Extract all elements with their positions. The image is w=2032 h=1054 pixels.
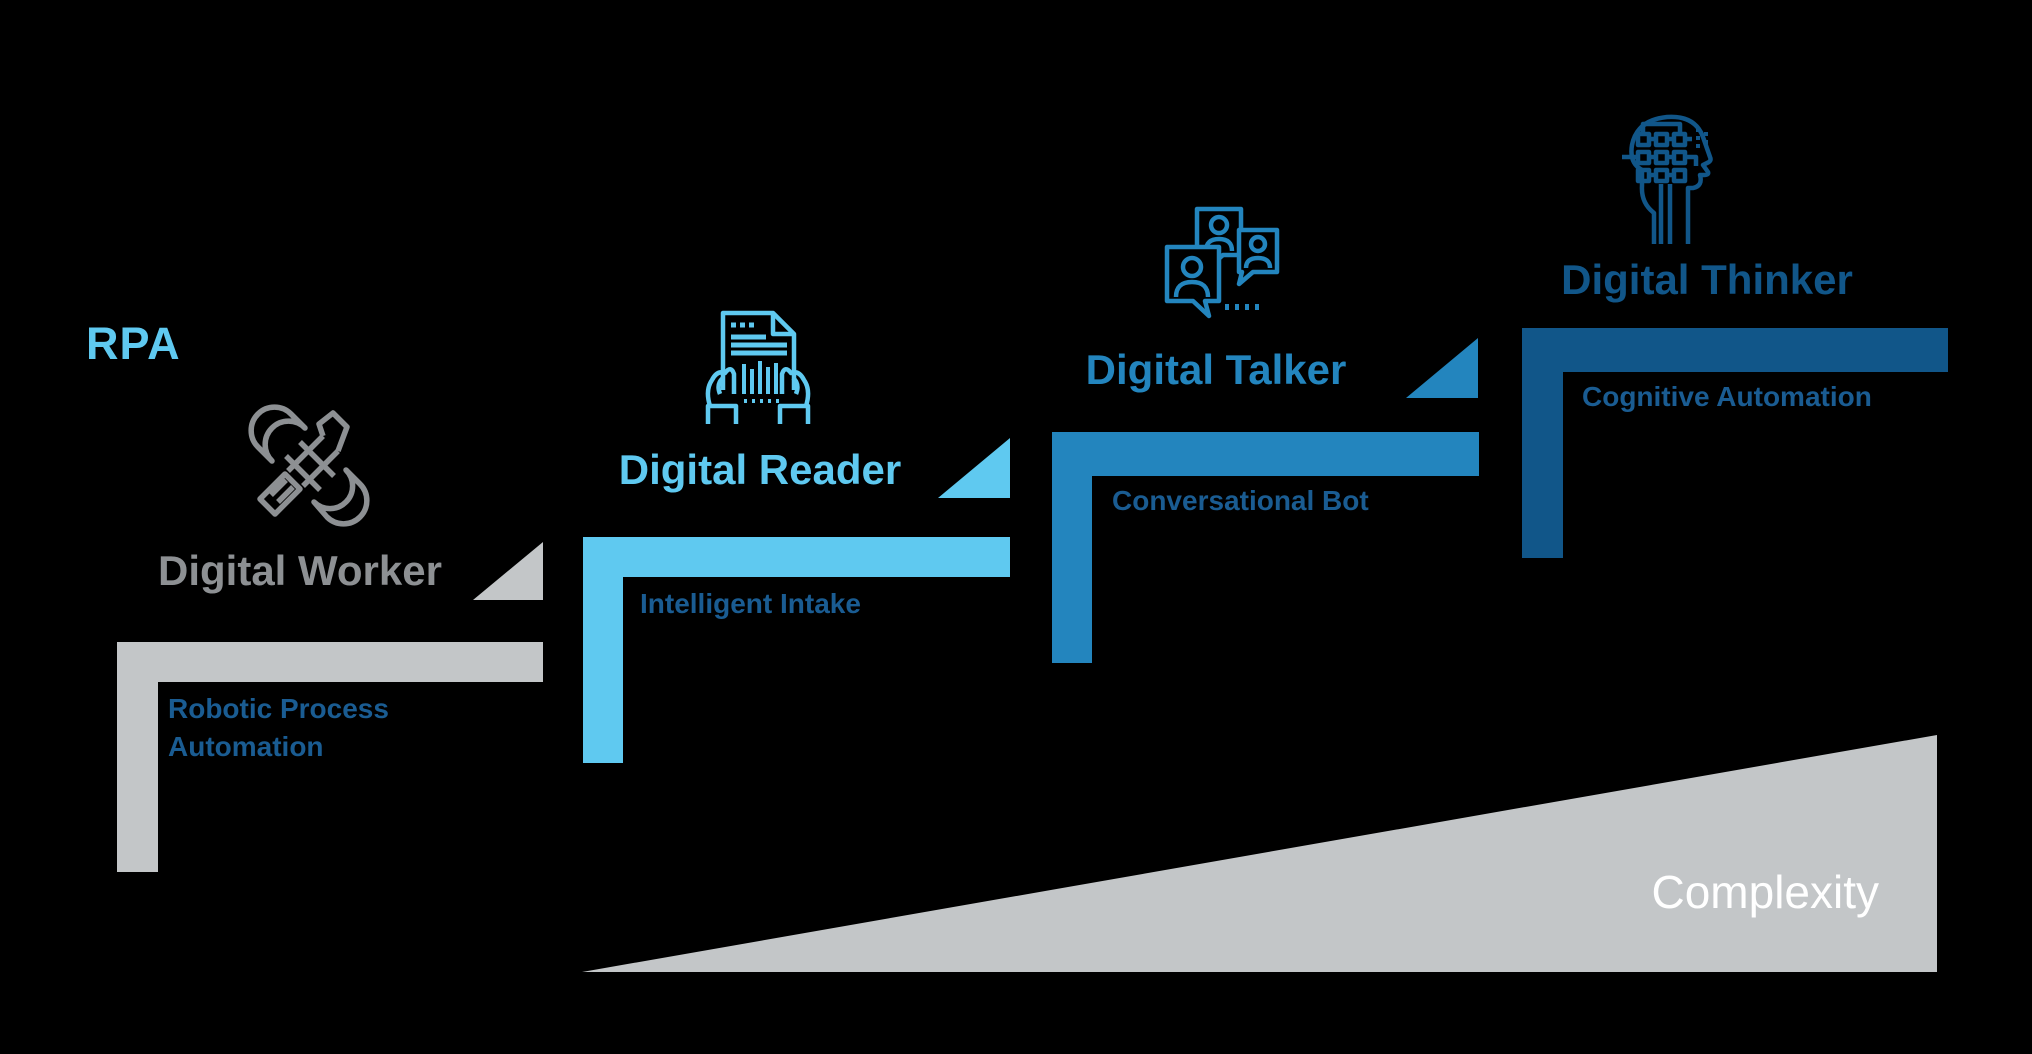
rpa-label: RPA xyxy=(86,318,181,369)
step-title: Digital Worker xyxy=(158,547,442,594)
step-bar-horizontal xyxy=(1052,432,1479,476)
step-up-triangle xyxy=(938,438,1010,498)
chat-bubbles-icon xyxy=(1164,206,1280,319)
step-up-triangle xyxy=(473,542,543,600)
step-bar-vertical xyxy=(583,537,623,763)
complexity-triangle: Complexity xyxy=(582,735,1937,972)
step-bar-horizontal xyxy=(1522,328,1948,372)
step-bar-horizontal xyxy=(117,642,543,682)
step-title: Digital Reader xyxy=(618,446,902,493)
tools-icon xyxy=(248,404,370,527)
step-title: Digital Talker xyxy=(1085,346,1347,393)
step-subtitle: Cognitive Automation xyxy=(1582,381,1872,412)
step-subtitle: Robotic Process Automation xyxy=(168,693,389,762)
step-bar-vertical xyxy=(117,642,158,872)
head-circuit-icon xyxy=(1622,114,1713,244)
step-bar-vertical xyxy=(1522,328,1563,558)
step-subtitle: Intelligent Intake xyxy=(640,588,861,619)
step-bar-vertical xyxy=(1052,432,1092,663)
step-up-triangle xyxy=(1406,338,1478,398)
document-reader-icon xyxy=(705,310,811,424)
complexity-label: Complexity xyxy=(1651,866,1879,918)
step-subtitle: Conversational Bot xyxy=(1112,485,1369,516)
step-bar-horizontal xyxy=(583,537,1010,577)
step-title: Digital Thinker xyxy=(1561,256,1853,303)
